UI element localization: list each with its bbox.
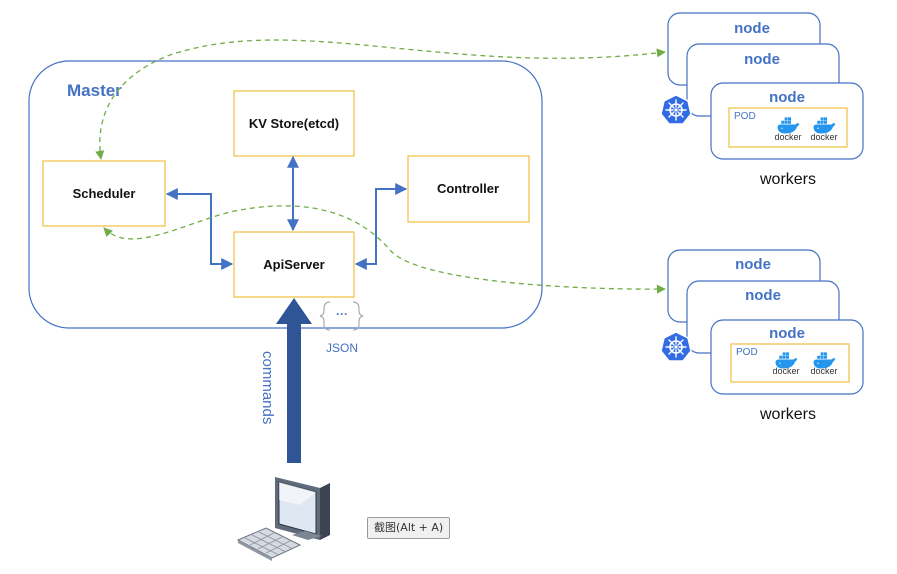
node-label: node xyxy=(734,20,770,37)
kv-store-label: KV Store(etcd) xyxy=(249,116,339,131)
master-title: Master xyxy=(67,81,122,100)
scheduler-box: Scheduler xyxy=(42,160,166,227)
node-label: node xyxy=(744,51,780,68)
docker-label: docker xyxy=(772,366,799,376)
docker-label: docker xyxy=(810,366,837,376)
apiserver-label: ApiServer xyxy=(263,257,324,272)
worker-group-1: node node node POD docker docker workers xyxy=(660,12,864,188)
node-label: node xyxy=(769,325,805,342)
node-label: node xyxy=(745,287,781,304)
docker-label: docker xyxy=(774,132,801,142)
json-symbol: ··· xyxy=(336,307,348,321)
controller-box: Controller xyxy=(407,155,530,223)
pod-label: POD xyxy=(734,111,756,122)
commands-label: commands xyxy=(259,351,276,424)
workers-label: workers xyxy=(759,406,816,423)
computer-icon xyxy=(236,477,330,561)
docker-label: docker xyxy=(810,132,837,142)
json-label: JSON xyxy=(326,341,358,355)
node-label: node xyxy=(735,256,771,273)
scheduler-label: Scheduler xyxy=(73,186,136,201)
json-icon: ··· xyxy=(319,301,364,331)
kv-store-box: KV Store(etcd) xyxy=(233,90,355,157)
screenshot-tooltip: 截图(Alt + A) xyxy=(367,517,451,539)
node-label: node xyxy=(769,89,805,106)
apiserver-box: ApiServer xyxy=(233,231,355,298)
workers-label: workers xyxy=(759,171,816,188)
scheduler-workers-dashed-link xyxy=(95,39,666,160)
controller-label: Controller xyxy=(437,181,499,196)
worker-group-2: node node node POD docker docker workers xyxy=(660,249,864,423)
commands-arrow xyxy=(276,298,312,463)
pod-label: POD xyxy=(736,347,758,358)
